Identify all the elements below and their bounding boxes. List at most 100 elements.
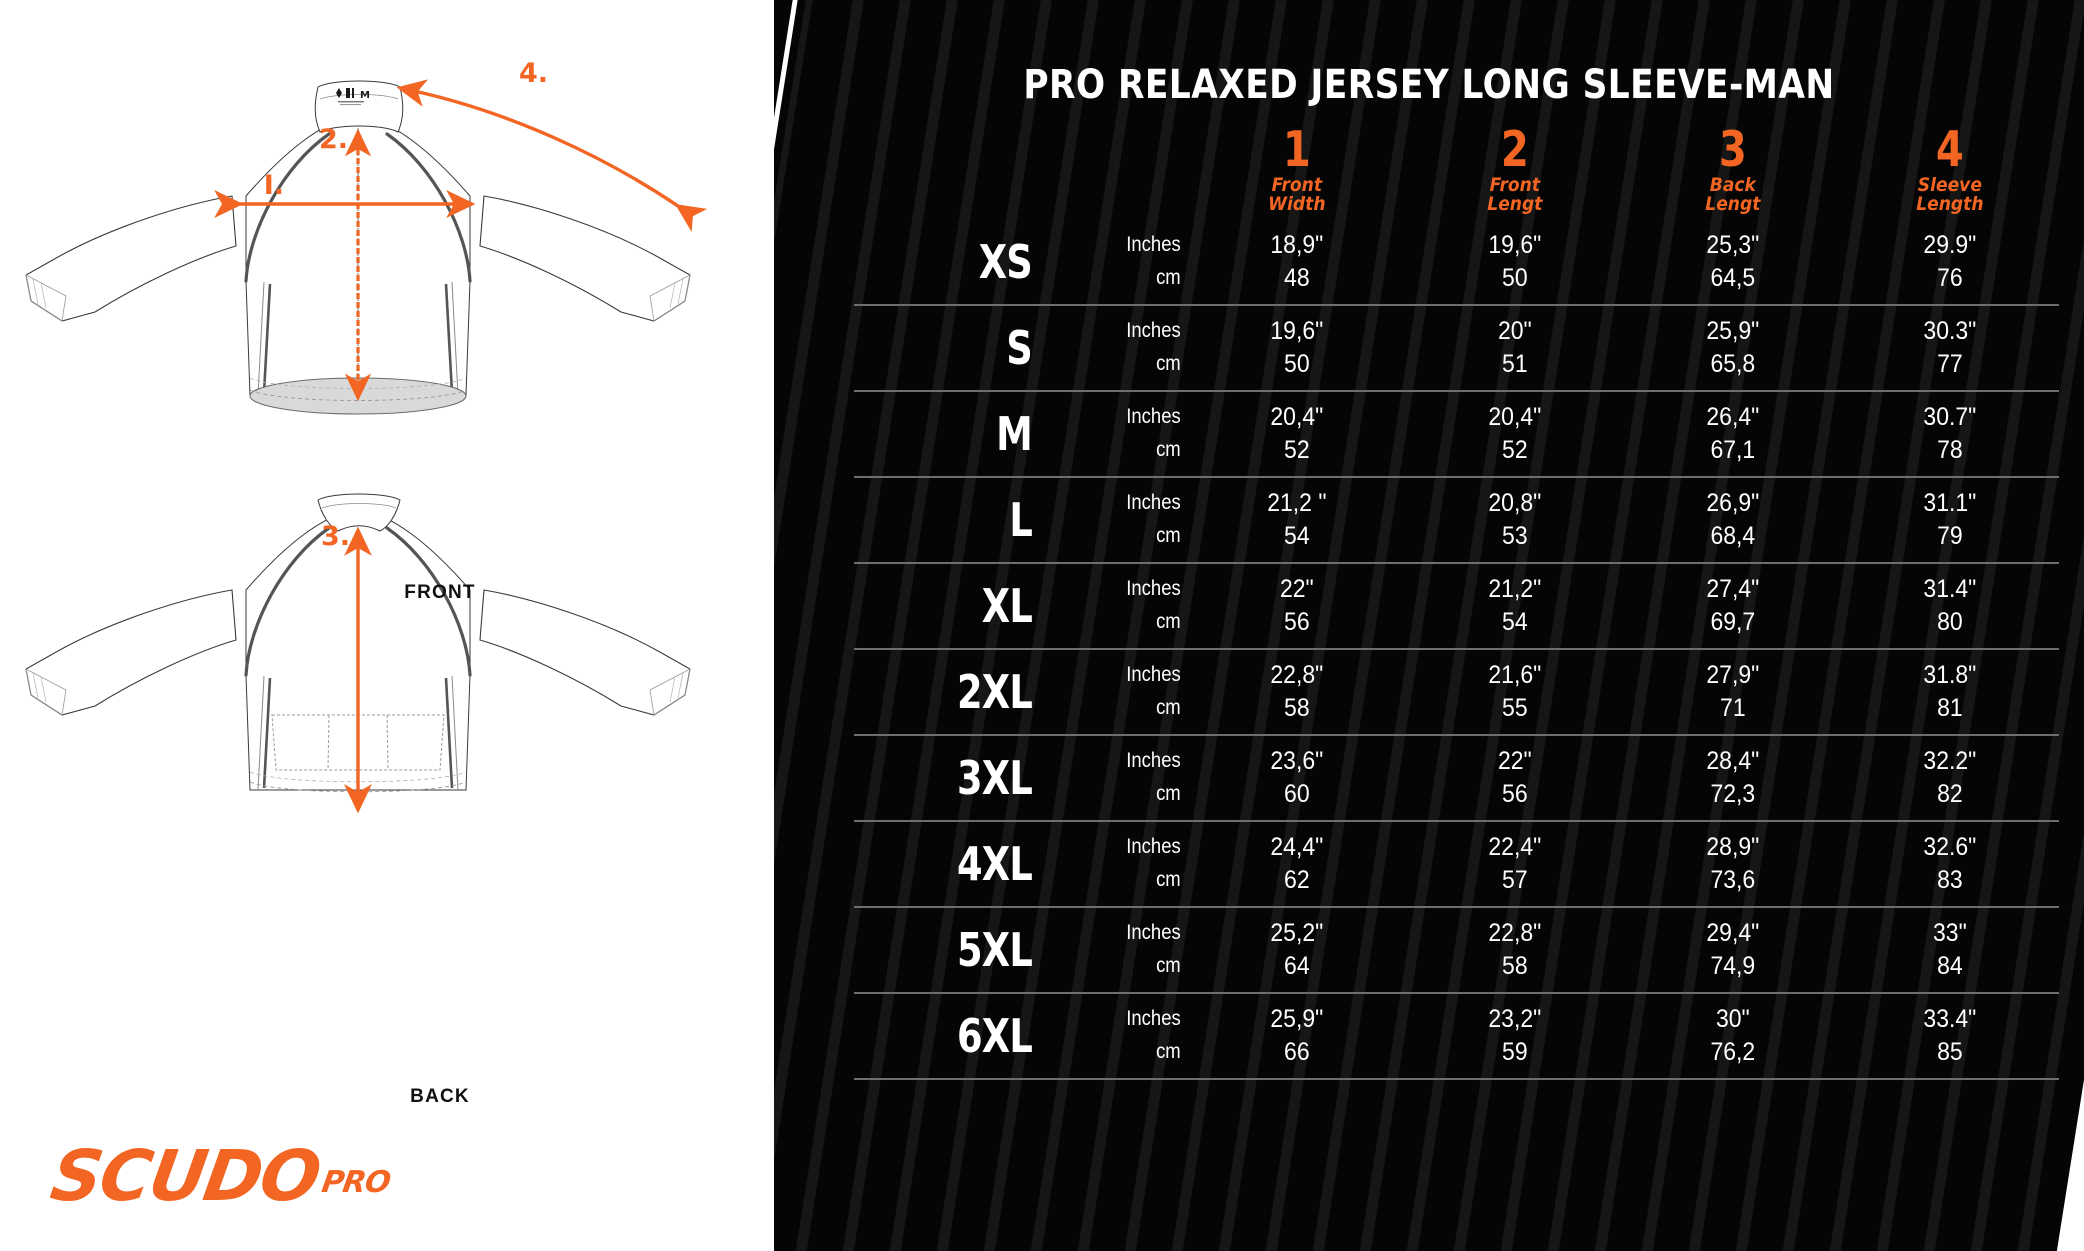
cell-5xl-inches-col4: 33" xyxy=(1933,918,1968,947)
cell-5xl-inches-col2: 22,8" xyxy=(1488,918,1542,947)
callout-label-1: I. xyxy=(264,170,284,201)
cell-2xl-inches-col2: 21,6" xyxy=(1488,660,1542,689)
cell-xs-inches-col1: 18,9" xyxy=(1270,230,1324,259)
row-separator xyxy=(854,1076,2059,1080)
size-label-l: L xyxy=(1009,492,1032,547)
cell-6xl-cm-col2: 59 xyxy=(1501,1037,1528,1066)
cell-5xl-cm-col3: 74,9 xyxy=(1710,951,1755,980)
back-view-caption: BACK xyxy=(410,1086,470,1107)
size-label-4xl: 4XL xyxy=(956,836,1033,891)
cell-2xl-cm-col4: 81 xyxy=(1937,693,1963,722)
cell-l-inches-col4: 31.1" xyxy=(1923,488,1977,517)
cell-m-inches-col2: 20,4" xyxy=(1488,402,1542,431)
cell-m-cm-col2: 52 xyxy=(1501,435,1528,464)
measure-arrow-sleeve-length xyxy=(396,79,708,233)
cell-s-inches-col3: 25,9" xyxy=(1705,316,1759,345)
cell-xl-inches-col1: 22" xyxy=(1280,574,1314,603)
cell-2xl-inches-col4: 31.8" xyxy=(1923,660,1977,689)
row-spacer xyxy=(854,639,2059,648)
cell-s-cm-col1: 50 xyxy=(1284,349,1310,378)
cell-2xl-cm-col2: 55 xyxy=(1501,693,1528,722)
cell-xs-cm-col1: 48 xyxy=(1284,263,1310,292)
cell-xl-cm-col3: 69,7 xyxy=(1710,607,1755,636)
column-label-sleeve-length: Sleeve Length xyxy=(1916,174,1984,216)
back-jersey-drawing xyxy=(25,493,691,814)
callout-label-2: 2. xyxy=(319,124,348,155)
unit-label-cm: cm xyxy=(1156,352,1182,376)
cell-4xl-cm-col3: 73,6 xyxy=(1710,865,1755,894)
size-table-panel: PRO RELAXED JERSEY LONG SLEEVE-MAN 1 2 3… xyxy=(774,0,2084,1251)
cell-xs-inches-col4: 29.9" xyxy=(1923,230,1977,259)
cell-3xl-inches-col1: 23,6" xyxy=(1270,746,1324,775)
svg-text:M: M xyxy=(360,90,370,101)
cell-s-cm-col4: 77 xyxy=(1937,349,1963,378)
unit-label-cm: cm xyxy=(1156,696,1182,720)
cell-5xl-inches-col3: 29,4" xyxy=(1705,918,1759,947)
row-spacer xyxy=(854,897,2059,906)
cell-m-inches-col1: 20,4" xyxy=(1270,402,1324,431)
cell-xl-cm-col2: 54 xyxy=(1501,607,1528,636)
row-spacer xyxy=(854,993,2059,1003)
cell-3xl-inches-col4: 32.2" xyxy=(1923,746,1977,775)
size-label-xl: XL xyxy=(981,578,1033,633)
cell-m-cm-col4: 78 xyxy=(1937,435,1963,464)
cell-xl-cm-col1: 56 xyxy=(1284,607,1310,636)
scudo-pro-logo: SCUDO PRO xyxy=(46,1135,393,1217)
cell-2xl-inches-col3: 27,9" xyxy=(1705,660,1759,689)
row-spacer xyxy=(854,1069,2059,1078)
row-spacer xyxy=(854,305,2059,315)
row-spacer xyxy=(854,391,2059,401)
brand-suffix: PRO xyxy=(319,1165,393,1201)
cell-xs-cm-col4: 76 xyxy=(1937,263,1963,292)
cell-5xl-cm-col1: 64 xyxy=(1284,951,1310,980)
size-label-3xl: 3XL xyxy=(956,750,1033,805)
row-spacer xyxy=(854,735,2059,745)
row-spacer xyxy=(854,725,2059,734)
row-spacer xyxy=(854,563,2059,573)
cell-4xl-cm-col1: 62 xyxy=(1284,865,1310,894)
cell-m-cm-col1: 52 xyxy=(1284,435,1310,464)
size-label-m: M xyxy=(996,406,1033,461)
row-spacer xyxy=(854,477,2059,487)
size-label-xs: XS xyxy=(978,234,1033,289)
callout-label-4: 4. xyxy=(519,58,548,89)
cell-4xl-inches-col3: 28,9" xyxy=(1705,832,1759,861)
column-number-2: 2 xyxy=(1500,121,1529,178)
cell-6xl-cm-col1: 66 xyxy=(1284,1037,1310,1066)
row-spacer xyxy=(854,821,2059,831)
cell-2xl-cm-col3: 71 xyxy=(1719,693,1746,722)
cell-2xl-cm-col1: 58 xyxy=(1284,693,1310,722)
cell-l-inches-col1: 21,2 " xyxy=(1267,488,1327,517)
cell-3xl-cm-col2: 56 xyxy=(1501,779,1528,808)
unit-label-cm: cm xyxy=(1156,868,1182,892)
cell-l-cm-col2: 53 xyxy=(1501,521,1528,550)
cell-4xl-inches-col2: 22,4" xyxy=(1488,832,1542,861)
column-label-front-width: Front Width xyxy=(1268,174,1326,216)
cell-l-cm-col1: 54 xyxy=(1284,521,1310,550)
unit-label-inches: Inches xyxy=(1126,491,1182,515)
cell-6xl-cm-col4: 85 xyxy=(1937,1037,1963,1066)
cell-6xl-inches-col4: 33.4" xyxy=(1923,1004,1977,1033)
unit-label-inches: Inches xyxy=(1126,577,1182,601)
cell-3xl-cm-col4: 82 xyxy=(1937,779,1963,808)
callout-label-3: 3. xyxy=(321,521,350,552)
rear-pockets xyxy=(271,714,445,771)
cell-2xl-inches-col1: 22,8" xyxy=(1270,660,1324,689)
front-view-caption: FRONT xyxy=(404,582,476,603)
row-spacer xyxy=(854,467,2059,476)
cell-4xl-inches-col4: 32.6" xyxy=(1923,832,1977,861)
cell-4xl-cm-col2: 57 xyxy=(1501,865,1528,894)
cell-6xl-inches-col3: 30" xyxy=(1715,1004,1750,1033)
column-number-4: 4 xyxy=(1936,121,1965,178)
